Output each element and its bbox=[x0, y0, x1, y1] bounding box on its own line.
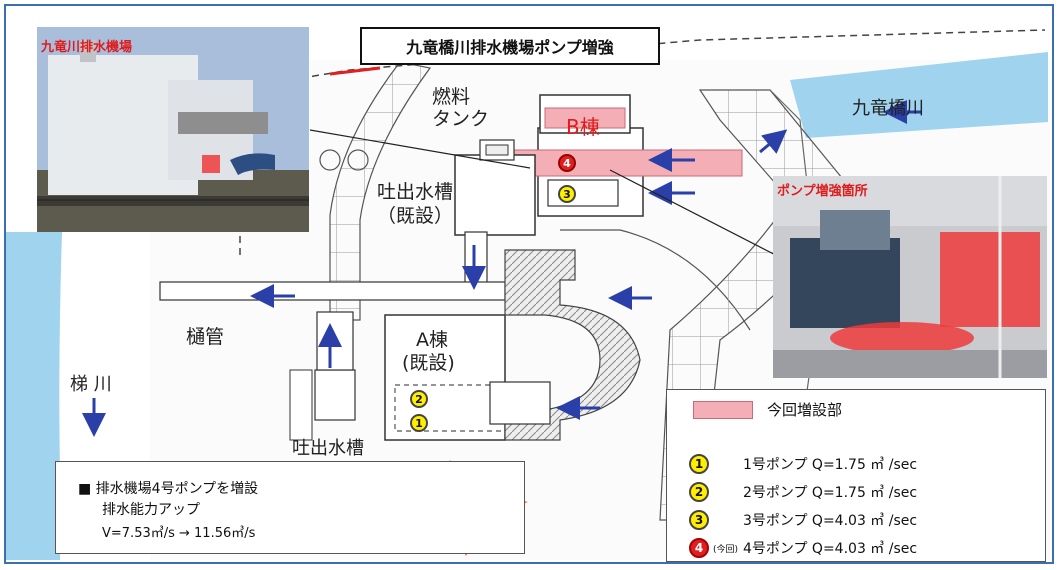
label-fuel-tank: 燃料 タンク bbox=[432, 86, 490, 130]
label-river-left: 梯 川 bbox=[70, 374, 112, 395]
legend-text: 4号ポンプ Q=4.03 ㎥ /sec bbox=[743, 541, 918, 557]
photo-right bbox=[773, 176, 1047, 378]
new-pump-channel bbox=[511, 149, 743, 177]
a-building-outline bbox=[384, 314, 506, 441]
info-line-2: 排水能力アップ bbox=[102, 502, 200, 518]
culvert-pipe bbox=[159, 281, 506, 301]
label-river-top: 九竜橋川 bbox=[852, 98, 924, 119]
discharge-tank-lower-side bbox=[289, 369, 313, 441]
marker-pump-3: 3 bbox=[558, 185, 576, 203]
marker-pump-2: 2 bbox=[410, 390, 428, 408]
label-b-building: B棟 bbox=[566, 115, 600, 139]
legend-num-1: 1 bbox=[689, 454, 709, 474]
curved-channel-left bbox=[329, 61, 432, 321]
fuel-tank-inner bbox=[485, 144, 509, 156]
hatched-u-structure bbox=[504, 249, 641, 441]
flow-arrow-intake bbox=[759, 129, 788, 154]
info-line-3: V=7.53㎥/s → 11.56㎥/s bbox=[102, 526, 256, 541]
culvert-riser bbox=[316, 311, 354, 371]
legend-row: 1 1号ポンプ Q=1.75 ㎥ /sec bbox=[689, 454, 917, 474]
legend-row: 4 (今回) 4号ポンプ Q=4.03 ㎥ /sec bbox=[689, 538, 917, 558]
pit-1 bbox=[319, 149, 341, 171]
river-top bbox=[790, 52, 1048, 138]
legend-text: 2号ポンプ Q=1.75 ㎥ /sec bbox=[743, 485, 918, 501]
legend-swatch-new bbox=[693, 401, 753, 419]
legend-num-3: 3 bbox=[689, 510, 709, 530]
a-building-pump-bays bbox=[394, 384, 516, 432]
legend-num-4: 4 bbox=[689, 538, 709, 558]
right-photo-label: ポンプ増強箇所 bbox=[777, 184, 868, 199]
label-discharge-tank-lower: 吐出水槽 bbox=[292, 438, 364, 459]
label-a-building-existing: (既設) bbox=[402, 352, 455, 374]
legend-text: 3号ポンプ Q=4.03 ㎥ /sec bbox=[743, 513, 918, 529]
diagram-title: 九竜橋川排水機場ポンプ増強 bbox=[360, 27, 660, 65]
pit-2 bbox=[347, 149, 369, 171]
label-discharge-tank-existing: （既設） bbox=[377, 205, 454, 227]
label-a-building: A棟 bbox=[416, 329, 448, 351]
legend-row: 2 2号ポンプ Q=1.75 ㎥ /sec bbox=[689, 482, 917, 502]
leader-line-right bbox=[609, 169, 796, 266]
legend-note: (今回) bbox=[713, 544, 739, 555]
marker-pump-4: 4 bbox=[558, 154, 576, 172]
legend-panel: 今回増設部 1 1号ポンプ Q=1.75 ㎥ /sec 2 2号ポンプ Q=1.… bbox=[666, 389, 1046, 562]
b-building-highlight bbox=[544, 107, 626, 129]
a-pump-gate bbox=[489, 381, 551, 425]
river-left bbox=[6, 232, 62, 560]
red-boundary-mark bbox=[329, 66, 381, 76]
legend-text: 1号ポンプ Q=1.75 ㎥ /sec bbox=[743, 457, 918, 473]
marker-pump-1: 1 bbox=[410, 414, 428, 432]
burst-label: 約1.5倍 bbox=[417, 502, 483, 523]
label-culvert: 樋管 bbox=[186, 326, 225, 348]
info-line-1: ■ 排水機場4号ポンプを増設 bbox=[78, 481, 259, 497]
leader-line-left bbox=[309, 129, 531, 169]
left-photo-label: 九竜川排水機場 bbox=[41, 40, 133, 55]
info-box: ■ 排水機場4号ポンプを増設 排水能力アップ V=7.53㎥/s → 11.56… bbox=[55, 461, 525, 554]
photo-left bbox=[37, 27, 309, 232]
label-discharge-tank-upper: 吐出水槽 bbox=[377, 181, 454, 203]
legend-row: 3 3号ポンプ Q=4.03 ㎥ /sec bbox=[689, 510, 917, 530]
legend-num-2: 2 bbox=[689, 482, 709, 502]
discharge-tank-lower bbox=[314, 369, 356, 421]
legend-swatch-label: 今回増設部 bbox=[767, 401, 843, 419]
